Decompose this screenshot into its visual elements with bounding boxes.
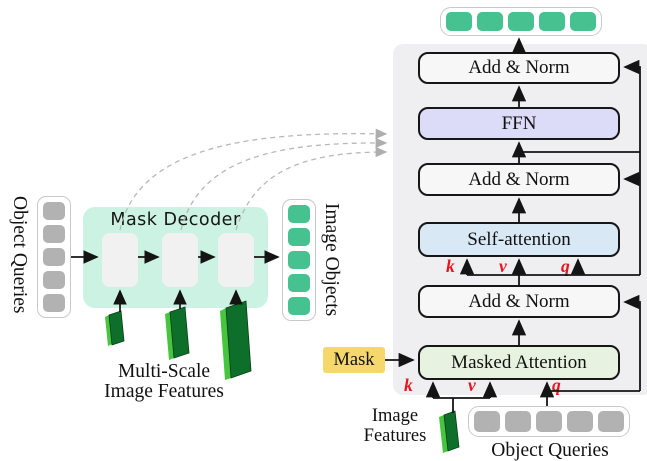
image-objects-tokens: [282, 199, 316, 321]
multiscale-features-label: Multi-Scale Image Features: [104, 361, 224, 402]
masked-attn-q-label: q: [552, 375, 561, 395]
add-norm-top-block: Add & Norm: [418, 52, 620, 84]
token-square: [446, 12, 472, 31]
token-square: [567, 411, 593, 432]
object-queries-input-tokens: [468, 406, 630, 437]
token-square: [570, 12, 596, 31]
token-square: [43, 293, 65, 313]
token-square: [288, 273, 310, 293]
masked-attn-k-label: k: [404, 375, 413, 395]
self-attn-v-label: v: [499, 256, 507, 276]
decoder-layer-2: [162, 233, 198, 287]
image-features-label: Image Features: [363, 406, 427, 446]
image-objects-vertical-label: Image Objects: [321, 203, 342, 317]
ffn-block: FFN: [418, 107, 620, 140]
add-norm-mid-block: Add & Norm: [418, 163, 620, 196]
token-square: [288, 296, 310, 316]
token-square: [477, 12, 503, 31]
decoder-layer-1: [102, 233, 138, 287]
object-queries-vertical-label: Object Queries: [9, 196, 30, 314]
token-square: [288, 205, 310, 224]
add-norm-bottom-block: Add & Norm: [418, 285, 620, 318]
masked-attention-block: Masked Attention: [418, 345, 620, 380]
object-queries-bottom-label: Object Queries: [491, 440, 609, 461]
self-attn-k-label: k: [446, 256, 455, 276]
token-square: [43, 202, 65, 221]
self-attn-q-label: q: [561, 256, 570, 276]
token-square: [43, 224, 65, 244]
decoder-layer-detail-panel: [393, 44, 647, 395]
token-square: [508, 12, 534, 31]
self-attention-block: Self-attention: [418, 222, 620, 257]
output-tokens: [440, 7, 602, 36]
token-square: [288, 250, 310, 270]
token-square: [43, 247, 65, 267]
object-queries-tokens: [37, 196, 71, 318]
multiscale-bar-small: [105, 310, 125, 346]
token-square: [43, 270, 65, 290]
masked-attn-v-label: v: [468, 375, 476, 395]
mask-decoder-title: Mask Decoder: [110, 210, 241, 230]
image-features-bar: [439, 410, 460, 453]
token-square: [288, 227, 310, 247]
mask-decoder-box: Mask Decoder: [83, 207, 268, 308]
multiscale-bar-medium: [165, 306, 190, 360]
token-square: [539, 12, 565, 31]
mask-input-box: Mask: [323, 347, 385, 373]
token-square: [598, 411, 624, 432]
token-square: [474, 411, 500, 432]
token-square: [536, 411, 562, 432]
token-square: [505, 411, 531, 432]
decoder-layer-3: [218, 233, 254, 287]
